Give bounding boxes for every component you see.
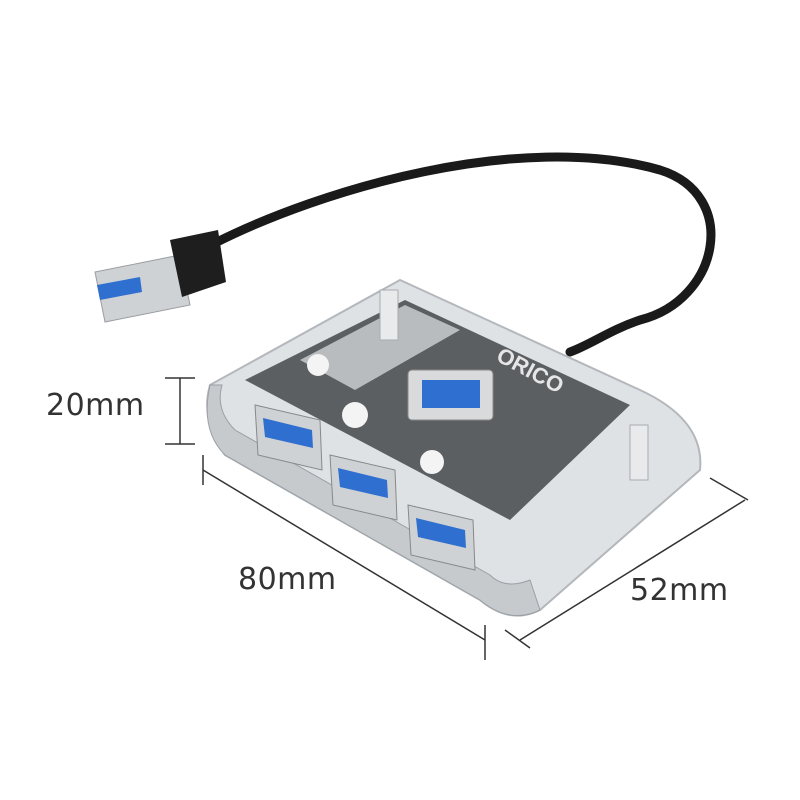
dimension-lines [165,377,749,660]
length-dimension-label: 80mm [238,562,337,597]
usb-port-front-1 [254,404,323,471]
usb-a-plug [94,230,226,323]
usb-port-front-2 [329,454,398,521]
width-dimension-label: 52mm [630,573,729,608]
usb-cable [210,152,716,357]
usb-port-front-3 [407,504,476,571]
height-dimension-label: 20mm [46,388,145,423]
usb-port-top [407,369,494,421]
